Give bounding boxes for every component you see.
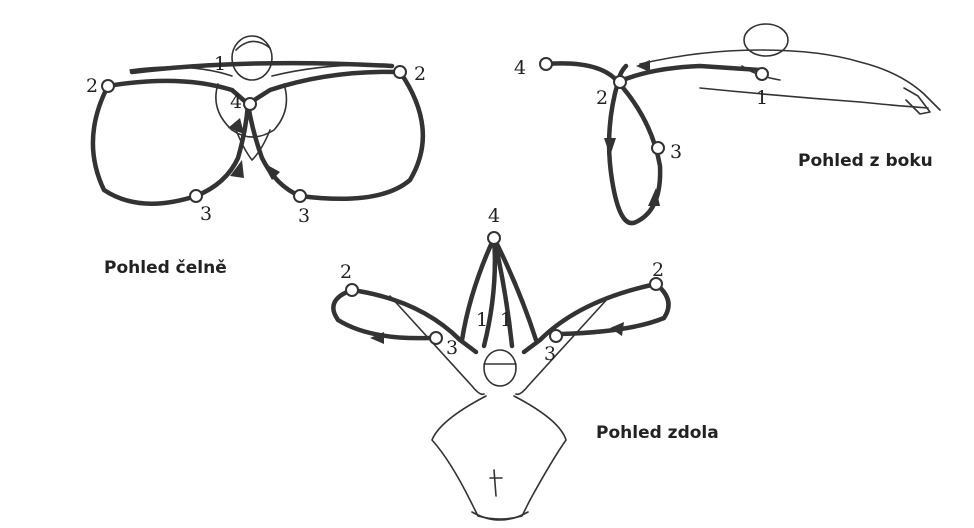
caption-front-view: Pohled čelně [104,258,227,278]
side-label-3: 3 [670,141,682,163]
front-label-2-left: 2 [86,75,98,97]
below-node-3-left [430,332,442,344]
below-label-3-right: 3 [544,343,556,365]
side-arrow-forward [636,60,650,72]
side-label-4: 4 [514,57,526,79]
front-label-3-right: 3 [298,205,310,227]
below-label-4: 4 [488,205,500,227]
side-label-1: 1 [756,87,768,109]
front-node-2-right [394,66,406,78]
caption-side-view: Pohled z boku [798,151,933,171]
side-node-3 [652,142,664,154]
front-label-3-left: 3 [200,203,212,225]
side-label-2: 2 [596,87,608,109]
below-label-1-right: 1 [500,309,512,331]
below-node-3-right [550,330,562,342]
side-node-4 [540,58,552,70]
below-label-3-left: 3 [446,337,458,359]
side-node-2 [614,76,626,88]
front-label-2-right: 2 [414,63,426,85]
front-label-4: 4 [230,91,242,113]
front-label-1: 1 [214,53,226,75]
front-arm-line [132,63,392,72]
side-arrow-down [604,138,616,156]
side-node-1 [756,68,768,80]
below-node-4 [488,232,500,244]
below-arrow-right [610,322,624,336]
below-label-2-left: 2 [340,261,352,283]
front-node-4 [244,98,256,110]
below-view: 4 2 2 1 1 3 3 [333,205,668,520]
below-right-loop [524,284,669,352]
front-node-3-right [294,190,306,202]
front-node-3-left [190,190,202,202]
front-left-loop [93,81,248,204]
front-right-loop [248,72,423,199]
front-node-2-left [102,80,114,92]
below-node-2-left [346,284,358,296]
side-view: 4 2 3 1 [514,24,940,223]
caption-below-view: Pohled zdola [596,423,719,443]
below-label-1-left: 1 [476,309,488,331]
front-view: 1 2 2 4 3 3 [86,36,426,227]
below-label-2-right: 2 [652,259,664,281]
